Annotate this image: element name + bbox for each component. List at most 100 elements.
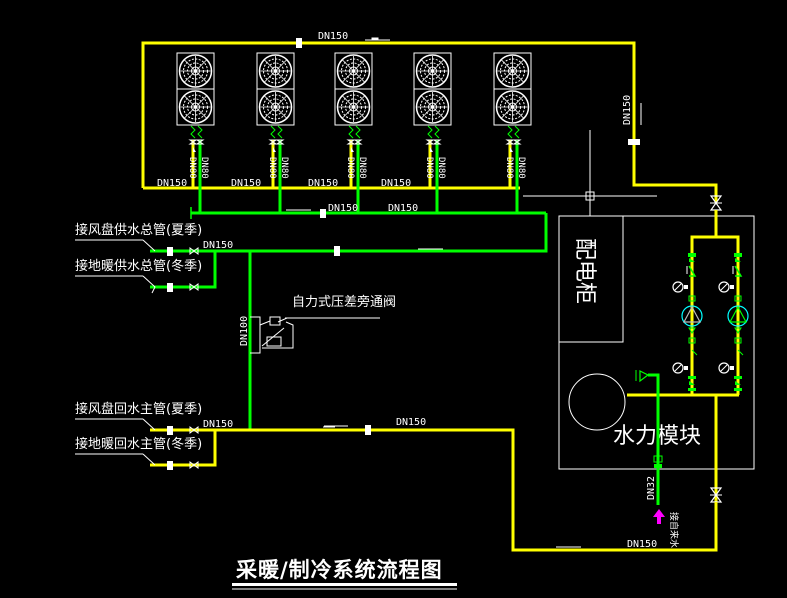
label-unit-branch: DN80	[516, 157, 526, 179]
pipe-fitting	[365, 425, 371, 435]
valve-icon	[195, 139, 205, 145]
flex-joint-icon	[190, 125, 196, 139]
fan-icon	[178, 54, 213, 88]
label-bottom-main: DN150	[627, 539, 657, 550]
flex-joint-icon	[427, 125, 433, 139]
fan-icon	[258, 54, 293, 88]
valve-icon	[353, 139, 363, 145]
label-top-main: DN150	[318, 31, 348, 42]
label-unit-branch: DN80	[345, 157, 355, 179]
flex-joint-icon	[348, 125, 354, 139]
label-unit-branch: DN80	[504, 157, 514, 179]
valve-icon	[188, 139, 198, 145]
pressure-gauge-icon	[672, 362, 689, 374]
flex-joint-icon	[277, 125, 283, 139]
valve-handle-icon	[510, 147, 513, 152]
label-return-main-mid: DN150	[396, 417, 426, 428]
label-supply-main: DN150	[203, 240, 233, 251]
fan-icon	[258, 90, 293, 124]
pipe-fitting	[628, 139, 640, 145]
flow-arrow	[286, 209, 443, 250]
flow-arrow	[323, 425, 581, 548]
valve-icon	[432, 139, 442, 145]
fan-icon	[495, 54, 530, 88]
flex-joint-icon	[434, 125, 440, 139]
label-header-segment: DN150	[231, 178, 261, 189]
label-unit-branch: DN80	[279, 157, 289, 179]
label-bypass-riser: DN100	[239, 316, 250, 346]
pipe-fitting	[167, 461, 173, 470]
pump-group	[672, 253, 749, 391]
annotation-fcu-supply: 接风盘供水总管(夏季)	[75, 222, 202, 238]
makeup-water-line	[635, 370, 663, 505]
valve-icon	[268, 139, 278, 145]
fan-icon	[415, 90, 450, 124]
circulation-pump[interactable]	[718, 253, 749, 391]
makeup-water-label: 接自来水	[668, 512, 680, 548]
label-unit-branch: DN80	[424, 157, 434, 179]
label-header-segment: DN150	[381, 178, 411, 189]
pipe-fitting	[167, 247, 173, 256]
label-unit-branch: DN80	[436, 157, 446, 179]
valve-handle-icon	[273, 147, 276, 152]
label-unit-branch: DN80	[267, 157, 277, 179]
annotation-bypass-valve: 自力式压差旁通阀	[292, 294, 396, 310]
fan-icon	[415, 54, 450, 88]
flex-joint-icon	[355, 125, 361, 139]
bypass-valve[interactable]	[250, 316, 294, 354]
fan-icon	[336, 54, 371, 88]
pipe-fitting	[320, 209, 326, 218]
label-green-header: DN150	[388, 203, 418, 214]
label-right-riser: DN150	[622, 95, 633, 125]
label-unit-branch: DN80	[187, 157, 197, 179]
valve-icon	[346, 139, 356, 145]
title-underline	[232, 583, 457, 586]
annotation-floor-return: 接地暖回水主管(冬季)	[75, 436, 202, 452]
expansion-tank	[568, 373, 626, 431]
distribution-cabinet-label: 配电柜	[572, 238, 597, 304]
pipe-fitting	[167, 426, 173, 435]
pump-manifold	[627, 210, 740, 488]
valve-handle-icon	[430, 147, 433, 152]
valve-icon	[425, 139, 435, 145]
check-valve-icon	[734, 265, 743, 277]
label-makeup-pipe: DN32	[646, 476, 657, 500]
label-return-main-left: DN150	[203, 419, 233, 430]
annotation-fcu-return: 接风盘回水主管(夏季)	[75, 401, 202, 417]
check-valve-icon	[688, 265, 697, 277]
valve-icon	[505, 139, 515, 145]
valve-icon	[275, 139, 285, 145]
label-header-segment: DN150	[157, 178, 187, 189]
pipe-fitting	[334, 246, 340, 256]
circulation-pump[interactable]	[672, 253, 703, 391]
flex-joint-icon	[514, 125, 520, 139]
fan-icon	[178, 90, 213, 124]
label-unit-branch: DN80	[199, 157, 209, 179]
pressure-gauge-icon	[672, 281, 689, 293]
flex-joint-icon	[270, 125, 276, 139]
valve-icon	[512, 139, 522, 145]
label-green-header: DN150	[328, 203, 358, 214]
makeup-arrow-icon	[653, 509, 665, 524]
pressure-gauge-icon	[718, 362, 735, 374]
pipe-fitting	[167, 283, 173, 292]
label-header-segment: DN150	[308, 178, 338, 189]
page-title: 采暖/制冷系统流程图	[236, 557, 443, 582]
flex-joint-icon	[507, 125, 513, 139]
pressure-gauge-icon	[718, 281, 735, 293]
fan-icon	[495, 90, 530, 124]
valve-handle-icon	[351, 147, 354, 152]
annotation-floor-supply: 接地暖供水总管(冬季)	[75, 258, 202, 274]
flex-joint-icon	[197, 125, 203, 139]
pipe-fitting	[296, 38, 302, 48]
supply-loop-top	[141, 41, 718, 203]
equipment-enclosure	[523, 130, 755, 470]
label-unit-branch: DN80	[357, 157, 367, 179]
